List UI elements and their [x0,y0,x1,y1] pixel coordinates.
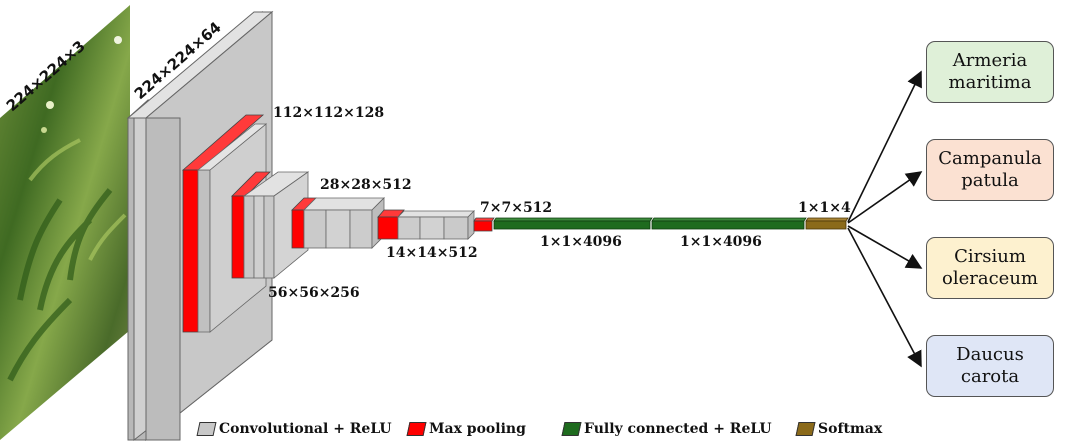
output-class-name: patula [961,170,1019,191]
arrow-to-output-4 [847,227,922,368]
pool-block-4 [377,209,405,240]
conv-block-5 [397,210,475,240]
softmax-dim-label: 1×1×4 [798,200,851,216]
output-arrows [847,70,923,368]
softmax-block [805,217,849,230]
fc2-dim-label: 1×1×4096 [680,234,762,250]
arrow-to-output-1 [847,70,922,223]
pool5-dim-label: 7×7×512 [480,200,552,216]
arrow-to-output-3 [847,225,923,269]
pool-block-3 [291,197,317,249]
legend-item-pool: Max pooling [406,421,526,437]
fc-swatch [561,422,582,436]
arrow-to-output-2 [847,171,923,224]
output-class-name: Campanula [938,147,1042,169]
conv4-dim-label: 28×28×512 [320,177,412,193]
conv-block-4 [303,197,385,249]
legend-item-softmax: Softmax [795,421,883,437]
fc-block-2 [651,217,807,230]
output-class-box: Campanula patula [926,139,1054,201]
conv-swatch [196,422,217,436]
conv5-dim-label: 14×14×512 [386,245,478,261]
conv3-dim-label: 56×56×256 [268,285,360,301]
legend-item-fc: Fully connected + ReLU [561,421,772,437]
output-class-name: maritima [948,72,1032,93]
legend-label-fc: Fully connected + ReLU [584,421,772,437]
output-class-name: Armeria [952,49,1028,71]
fc1-dim-label: 1×1×4096 [540,234,622,250]
legend-label-conv: Convolutional + ReLU [219,421,392,437]
output-class-name: carota [960,366,1020,387]
output-class-box: Daucus carota [926,335,1054,397]
conv-block-3 [242,171,310,279]
input-image [0,5,130,440]
conv2-dim-label: 112×112×128 [273,105,384,121]
output-class-name: Cirsium [954,245,1026,267]
legend-item-conv: Convolutional + ReLU [196,421,392,437]
output-class-box: Cirsium oleraceum [926,237,1054,299]
fc-block-1 [493,217,653,230]
output-class-name: oleraceum [942,268,1038,289]
softmax-swatch [795,422,816,436]
pool-block-5 [473,217,495,232]
pool-block-1 [181,114,265,333]
pool-swatch [406,422,427,436]
legend-label-pool: Max pooling [429,421,526,437]
output-class-box: Armeria maritima [926,41,1054,103]
output-class-name: Daucus [956,343,1024,365]
legend-label-softmax: Softmax [818,421,883,437]
